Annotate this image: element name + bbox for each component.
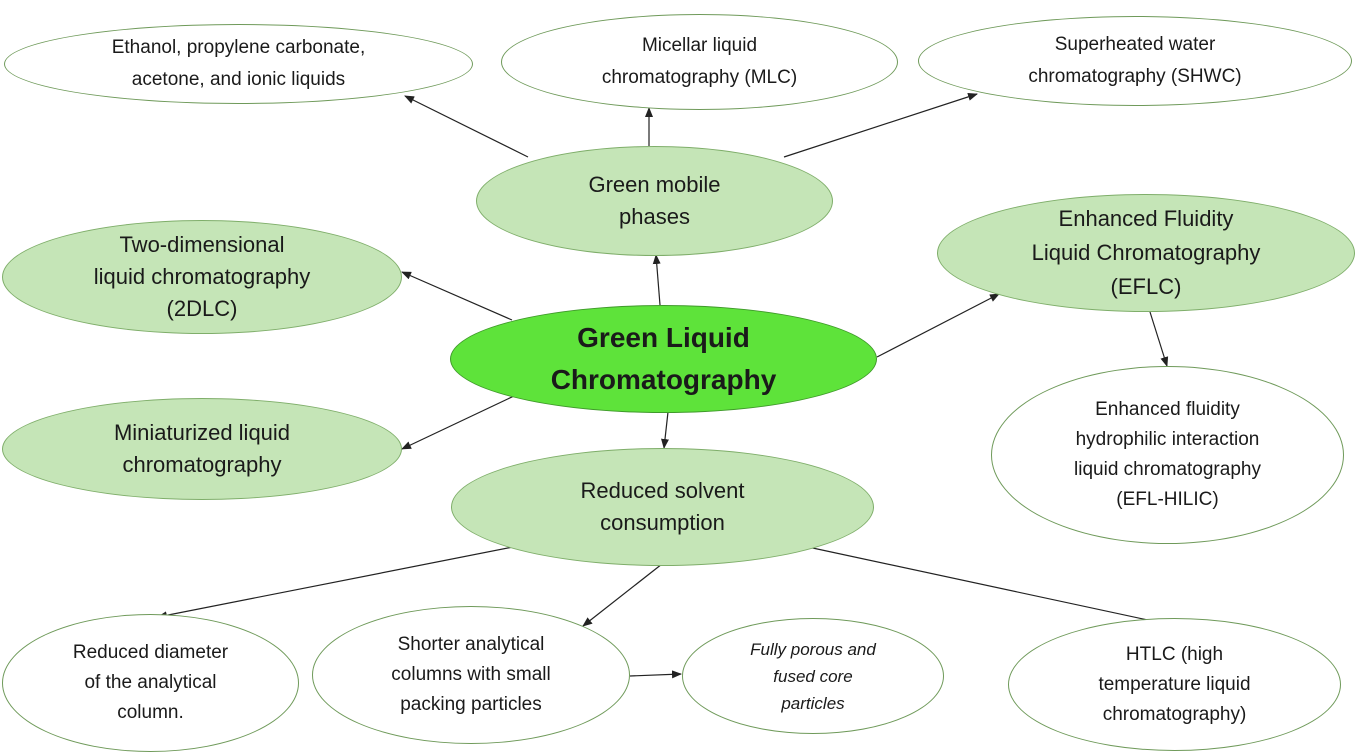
node-reduced-solvent-consumption-line-1: Reduced solvent — [580, 478, 745, 503]
arrow-center-to-2dlc — [401, 271, 513, 321]
node-fully-porous-particles: Fully porous and fused core particles — [682, 618, 944, 734]
node-reduced-solvent-consumption-line-2: consumption — [600, 510, 725, 535]
arrow-center-to-eflc — [876, 293, 1000, 358]
arrow-center-to-reduced — [661, 411, 669, 449]
node-reduced-diameter-line-2: of the analytical — [84, 672, 217, 693]
node-green-solvents-line-2: acetone, and ionic liquids — [131, 69, 346, 90]
node-micellar-lc: Micellar liquid chromatography (MLC) — [501, 14, 898, 110]
arrow-center-to-mini — [401, 395, 515, 450]
node-efl-hilic-line-1: Enhanced fluidity — [1095, 399, 1240, 420]
node-two-dimensional-lc-line-3: (2DLC) — [166, 296, 238, 321]
node-green-liquid-chromatography-line-2: Chromatography — [550, 364, 777, 395]
node-two-dimensional-lc: Two-dimensional liquid chromatography (2… — [2, 220, 402, 334]
node-shorter-columns-line-3: packing particles — [400, 694, 542, 715]
node-htlc-line-3: chromatography) — [1102, 703, 1247, 725]
node-green-liquid-chromatography: Green Liquid Chromatography — [450, 305, 877, 413]
node-two-dimensional-lc-line-1: Two-dimensional — [119, 232, 285, 257]
node-two-dimensional-lc-line-2: liquid chromatography — [93, 264, 311, 289]
node-superheated-water-line-2: chromatography (SHWC) — [1028, 66, 1242, 87]
node-enhanced-fluidity-lc-line-3: (EFLC) — [1110, 274, 1182, 299]
node-efl-hilic: Enhanced fluidity hydrophilic interactio… — [991, 366, 1344, 544]
node-miniaturized-lc-line-1: Miniaturized liquid — [113, 420, 291, 445]
arrow-reduced-to-shorter — [582, 563, 663, 627]
node-green-mobile-phases: Green mobile phases — [476, 146, 833, 256]
node-green-solvents-line-1: Ethanol, propylene carbonate, — [111, 37, 366, 58]
node-reduced-diameter-line-3: column. — [117, 702, 184, 723]
node-enhanced-fluidity-lc: Enhanced Fluidity Liquid Chromatography … — [937, 194, 1355, 312]
node-micellar-lc-line-2: chromatography (MLC) — [601, 67, 798, 88]
arrow-eflc-to-eflhilic — [1149, 311, 1169, 367]
node-shorter-columns-line-1: Shorter analytical — [397, 634, 545, 655]
node-enhanced-fluidity-lc-line-1: Enhanced Fluidity — [1058, 206, 1234, 231]
node-efl-hilic-line-2: hydrophilic interaction — [1075, 429, 1260, 450]
node-htlc-line-1: HTLC (high — [1125, 643, 1224, 665]
node-efl-hilic-line-4: (EFL-HILIC) — [1116, 489, 1219, 510]
node-green-solvents: Ethanol, propylene carbonate, acetone, a… — [4, 24, 473, 104]
arrow-mobile-to-shwc — [783, 92, 978, 158]
node-efl-hilic-line-3: liquid chromatography — [1074, 459, 1261, 480]
arrow-reduced-to-diameter — [157, 546, 514, 620]
node-green-liquid-chromatography-line-1: Green Liquid — [577, 322, 750, 353]
node-fully-porous-particles-line-3: particles — [781, 693, 845, 713]
node-shorter-columns-line-2: columns with small — [391, 664, 551, 685]
node-enhanced-fluidity-lc-line-2: Liquid Chromatography — [1031, 240, 1261, 265]
node-shorter-columns: Shorter analytical columns with small pa… — [312, 606, 630, 744]
arrow-reduced-to-htlc — [807, 546, 1172, 628]
node-reduced-diameter-line-1: Reduced diameter — [72, 642, 229, 663]
node-green-mobile-phases-line-1: Green mobile — [588, 172, 721, 197]
node-fully-porous-particles-line-2: fused core — [773, 666, 853, 686]
node-micellar-lc-line-1: Micellar liquid — [641, 35, 758, 56]
node-fully-porous-particles-line-1: Fully porous and — [750, 639, 876, 659]
node-superheated-water-line-1: Superheated water — [1054, 34, 1216, 55]
node-reduced-solvent-consumption: Reduced solvent consumption — [451, 448, 874, 566]
node-superheated-water: Superheated water chromatography (SHWC) — [918, 16, 1352, 106]
node-miniaturized-lc: Miniaturized liquid chromatography — [2, 398, 402, 500]
arrow-center-to-mobile — [652, 254, 661, 306]
arrow-shorter-to-porous — [629, 670, 682, 679]
node-htlc-line-2: temperature liquid — [1098, 673, 1251, 695]
arrow-mobile-to-solvents — [404, 95, 529, 158]
node-miniaturized-lc-line-2: chromatography — [122, 452, 282, 477]
node-htlc: HTLC (high temperature liquid chromatogr… — [1008, 618, 1341, 751]
node-green-mobile-phases-line-2: phases — [619, 204, 690, 229]
node-reduced-diameter: Reduced diameter of the analytical colum… — [2, 614, 299, 752]
